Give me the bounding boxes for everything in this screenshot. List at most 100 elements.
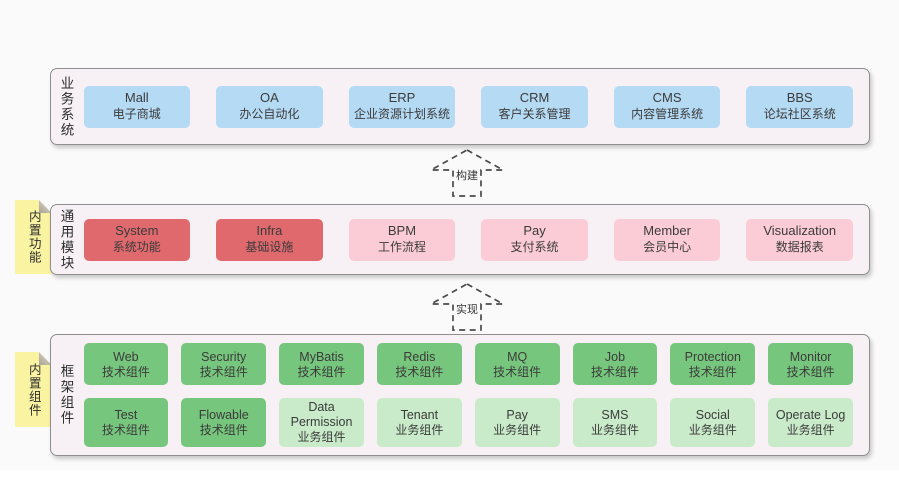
box-subtitle: 电子商城 (112, 107, 161, 122)
box-title: Infra (256, 223, 283, 239)
box-title: MyBatis (299, 349, 344, 364)
box-subtitle: 业务组件 (590, 422, 639, 437)
box-title: Mall (124, 90, 149, 106)
box-subtitle: 技术组件 (297, 364, 346, 379)
sticky-note-label: 内置功能 (26, 210, 41, 264)
box-subtitle: 技术组件 (688, 364, 737, 379)
build-arrow-icon: 构建 (427, 148, 507, 198)
layer-label-modules: 通用模块 (58, 208, 74, 271)
folded-corner-icon (39, 200, 52, 213)
implement-arrow-label: 实现 (454, 301, 480, 317)
box-subtitle: 支付系统 (510, 240, 559, 255)
box-title: SMS (601, 407, 629, 422)
box-title: Test (114, 407, 138, 422)
box-title: Tenant (400, 407, 439, 422)
implement-arrow-icon: 实现 (427, 282, 507, 332)
box-title: Social (695, 407, 730, 422)
box-title: Redis (403, 349, 436, 364)
box-title: Security (201, 349, 247, 364)
box-title: Protection (684, 349, 741, 364)
box-title: ERP (388, 90, 416, 106)
box-subtitle: 论坛社区系统 (763, 107, 836, 122)
box-title: CMS (652, 90, 682, 106)
box-subtitle: 技术组件 (786, 364, 835, 379)
sticky-note-builtin-components: 内置组件 (15, 352, 52, 427)
box-subtitle: 技术组件 (101, 364, 150, 379)
box-subtitle: 数据报表 (775, 240, 824, 255)
box-title: MQ (507, 349, 528, 364)
box-subtitle: 基础设施 (245, 240, 294, 255)
page-bottom-margin (0, 470, 899, 485)
box-subtitle: 企业资源计划系统 (353, 107, 450, 122)
box-subtitle: 内容管理系统 (631, 107, 704, 122)
box-title: Monitor (789, 349, 832, 364)
box-subtitle: 技术组件 (199, 422, 248, 437)
box-subtitle: 技术组件 (101, 422, 150, 437)
box-title: Visualization (763, 223, 837, 239)
layer-label-business: 业务系统 (58, 75, 74, 138)
box-title: Data Permission (290, 400, 353, 430)
box-title: Pay (506, 407, 528, 422)
box-subtitle: 办公自动化 (239, 107, 300, 122)
box-title: OA (259, 90, 279, 106)
box-subtitle: 技术组件 (199, 364, 248, 379)
box-subtitle: 业务组件 (297, 430, 346, 445)
build-arrow-label: 构建 (454, 167, 480, 183)
box-title: Job (604, 349, 626, 364)
box-subtitle: 业务组件 (395, 422, 444, 437)
box-title: Operate Log (775, 407, 846, 422)
box-subtitle: 业务组件 (688, 422, 737, 437)
box-subtitle: 业务组件 (786, 422, 835, 437)
box-title: Member (643, 223, 691, 239)
box-title: System (115, 223, 159, 239)
box-subtitle: 技术组件 (395, 364, 444, 379)
box-title: BBS (786, 90, 813, 106)
box-title: Flowable (198, 407, 249, 422)
sticky-note-label: 内置组件 (26, 362, 41, 417)
layer-label-components: 框架组件 (58, 364, 74, 426)
box-title: Pay (523, 223, 546, 239)
box-subtitle: 客户关系管理 (498, 107, 571, 122)
box-subtitle: 系统功能 (112, 240, 161, 255)
box-subtitle: 工作流程 (377, 240, 426, 255)
box-subtitle: 业务组件 (493, 422, 542, 437)
folded-corner-icon (39, 352, 52, 365)
box-subtitle: 技术组件 (493, 364, 542, 379)
box-title: CRM (519, 90, 550, 106)
box-title: Web (113, 349, 139, 364)
box-subtitle: 技术组件 (590, 364, 639, 379)
sticky-note-builtin-functions: 内置功能 (15, 200, 52, 274)
